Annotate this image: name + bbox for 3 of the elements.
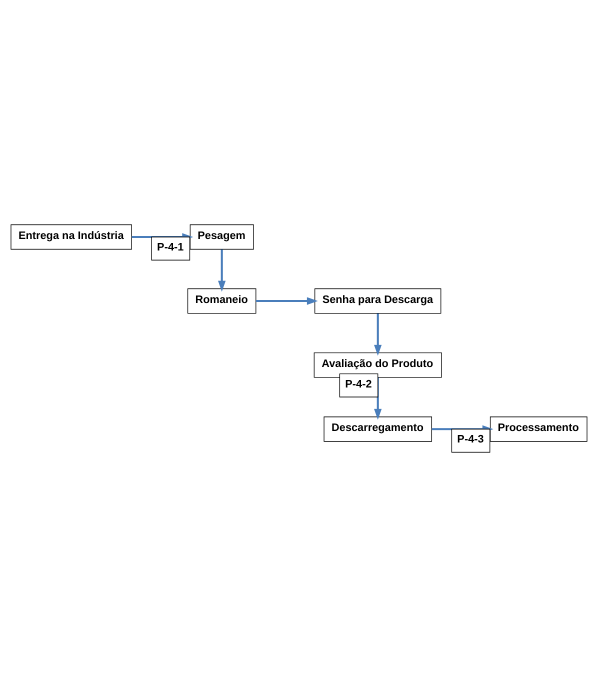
edge-label: P-4-2	[345, 378, 372, 390]
edge-label: P-4-1	[157, 241, 184, 254]
edge-label: P-4-3	[457, 434, 484, 446]
